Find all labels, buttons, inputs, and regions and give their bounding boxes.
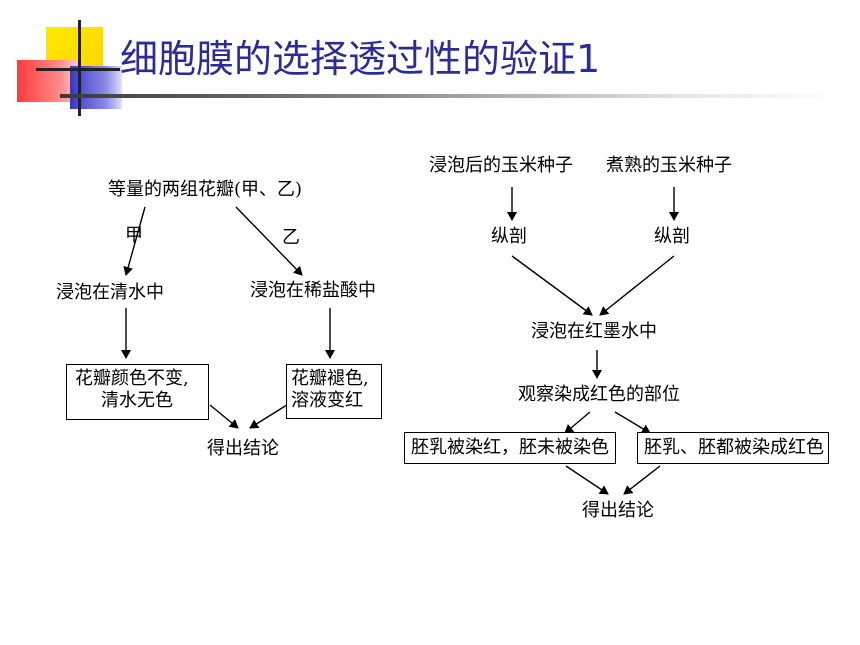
arrow-start-to-step-b <box>235 206 303 276</box>
right-result-b-box: 胚乳、胚都被染成红色 <box>637 432 829 464</box>
left-step-b-label: 浸泡在稀盐酸中 <box>250 280 376 301</box>
arrow-cut-b-to-soak <box>599 255 675 316</box>
arrow-cut-a-to-soak <box>511 255 593 316</box>
left-result-b-box: 花瓣褪色, 溶液变红 <box>286 364 382 419</box>
left-branch-b-label: 乙 <box>282 227 300 248</box>
right-result-a-text: 胚乳被染红，胚未被染色 <box>411 437 609 458</box>
arrow-result-a-to-conclusion-r <box>565 465 609 495</box>
left-branch-a-label: 甲 <box>125 225 143 246</box>
arrow-start-to-step-a <box>123 206 146 276</box>
left-step-a-label: 浸泡在清水中 <box>56 282 164 303</box>
arrow-observe-to-result-a <box>564 411 591 434</box>
right-result-a-box: 胚乳被染红，胚未被染色 <box>404 432 616 464</box>
left-start-label: 等量的两组花瓣(甲、乙) <box>108 179 303 200</box>
right-cut-b-label: 纵剖 <box>654 226 690 247</box>
page-title: 细胞膜的选择透过性的验证1 <box>120 37 601 81</box>
right-cut-a-label: 纵剖 <box>491 226 527 247</box>
right-soak-label: 浸泡在红墨水中 <box>531 321 657 342</box>
right-observe-label: 观察染成红色的部位 <box>518 384 680 405</box>
right-source-b-label: 煮熟的玉米种子 <box>606 155 732 176</box>
left-result-a-line-1: 花瓣颜色不变, <box>75 368 189 389</box>
right-result-b-text: 胚乳、胚都被染成红色 <box>644 437 824 458</box>
arrow-result-a-to-conclusion <box>209 404 239 429</box>
left-conclusion-label: 得出结论 <box>207 438 279 459</box>
left-result-a-box: 花瓣颜色不变, 清水无色 <box>66 364 209 420</box>
arrow-result-b-to-conclusion-r <box>623 465 661 495</box>
left-result-b-line-1: 花瓣褪色, <box>291 368 369 389</box>
decor-horizontal-bar <box>36 68 120 71</box>
right-conclusion-label: 得出结论 <box>582 500 654 521</box>
left-result-a-line-2: 清水无色 <box>101 390 173 411</box>
left-result-b-line-2: 溶液变红 <box>291 390 363 411</box>
arrow-result-b-to-conclusion <box>249 402 291 429</box>
arrow-observe-to-result-b <box>614 411 651 434</box>
right-source-a-label: 浸泡后的玉米种子 <box>429 155 573 176</box>
title-underline <box>60 94 840 98</box>
